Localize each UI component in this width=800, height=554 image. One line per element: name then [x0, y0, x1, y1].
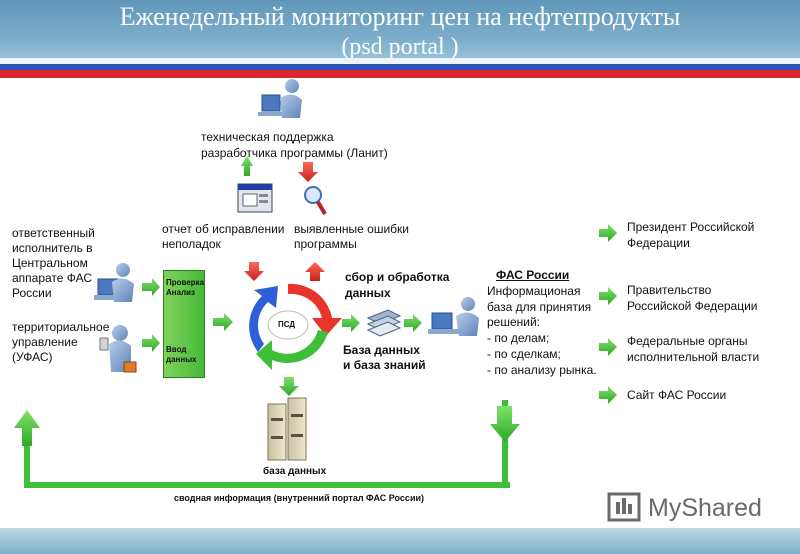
collect-label-line2: данных — [345, 286, 391, 300]
documents-stack-icon — [366, 309, 402, 337]
arrow-to-site — [599, 386, 617, 404]
watermark-text: MyShared — [648, 494, 762, 522]
fas-line6: - по анализу рынка. — [487, 363, 597, 377]
arrow-down-report — [244, 262, 264, 281]
central-label-line5: России — [12, 286, 52, 300]
arrow-up-to-support — [241, 156, 253, 176]
ufas-label-line2: управление — [12, 335, 78, 349]
feedback-loop-line — [24, 400, 510, 488]
fas-line3: решений: — [487, 315, 541, 329]
box-check-line2: Анализ — [166, 288, 196, 297]
arrow-to-government — [599, 287, 617, 305]
errors-label-line2: программы — [294, 237, 357, 251]
report-label-line1: отчет об исправлении — [162, 222, 285, 236]
summary-label: сводная информация (внутренний портал ФА… — [174, 493, 425, 503]
arrow-cycle-to-docs — [342, 314, 360, 332]
president-label-line1: Президент Российской — [627, 220, 755, 234]
db-label: база данных — [263, 466, 327, 477]
fas-person-icon — [428, 297, 479, 336]
collect-label-line1: сбор и обработка — [345, 270, 450, 284]
flag-stripe-blue — [0, 64, 800, 70]
database-server-icon — [267, 397, 307, 461]
arrow-down-from-support — [298, 162, 318, 182]
arrow-cycle-to-db — [279, 377, 299, 396]
report-label-line2: неполадок — [162, 237, 221, 251]
kb-label-line1: База данных — [343, 343, 420, 357]
arrow-down-fas-to-loop — [490, 406, 520, 442]
federal-label-line2: исполнительной власти — [627, 350, 760, 364]
fas-line1: Информационая — [487, 284, 581, 298]
errors-label-line1: выявленные ошибки — [294, 222, 409, 236]
central-label-line3: Центральном — [12, 256, 88, 270]
support-person-icon — [258, 79, 302, 118]
myshared-logo-icon — [607, 492, 641, 522]
central-label-line1: ответственный — [12, 226, 95, 240]
flag-stripe-white — [0, 58, 800, 64]
report-window-icon — [237, 183, 273, 213]
arrow-up-left-feedback — [14, 410, 40, 446]
box-input-line2: данных — [166, 355, 197, 364]
site-label: Сайт ФАС России — [627, 388, 727, 402]
arrow-to-president — [599, 224, 617, 242]
support-label-line1: техническая поддержка — [201, 130, 334, 144]
arrow-ufas-to-box — [142, 334, 160, 352]
government-label-line1: Правительство — [627, 283, 712, 297]
processing-box — [163, 270, 205, 378]
slide-subtitle: (psd portal ) — [341, 34, 459, 60]
fas-title: ФАС России — [496, 268, 570, 282]
support-label-line2: разработчика программы (Ланит) — [201, 146, 388, 160]
arrow-to-federal — [599, 338, 617, 356]
box-input-line1: Ввод — [166, 345, 187, 354]
cycle-label: ПСД — [278, 320, 296, 329]
central-person-icon — [94, 263, 134, 302]
arrow-up-errors — [305, 262, 325, 281]
fas-line2: база для принятия — [487, 300, 592, 314]
psd-cycle-icon — [249, 283, 342, 370]
federal-label-line1: Федеральные органы — [627, 334, 748, 348]
slide-title: Еженедельный мониторинг цен на нефтепрод… — [119, 2, 681, 31]
central-label-line2: исполнитель в — [12, 241, 93, 255]
fas-line4: - по делам; — [487, 331, 550, 345]
president-label-line2: Федерации — [627, 236, 690, 250]
arrow-box-to-cycle — [213, 313, 233, 331]
ufas-label-line3: (УФАС) — [12, 350, 53, 364]
box-check-line1: Проверка — [166, 278, 205, 287]
ufas-label-line1: территориальное — [12, 320, 110, 334]
magnifier-icon — [304, 186, 327, 216]
kb-label-line2: и база знаний — [343, 358, 426, 372]
slide-footer — [0, 528, 800, 554]
regional-person-icon — [99, 325, 137, 373]
fas-line5: - по сделкам; — [487, 347, 561, 361]
flag-stripe-red — [0, 70, 800, 78]
arrow-central-to-box — [142, 278, 160, 296]
government-label-line2: Российской Федерации — [627, 299, 758, 313]
central-label-line4: аппарате ФАС — [12, 271, 93, 285]
arrow-docs-to-fas — [404, 314, 422, 332]
